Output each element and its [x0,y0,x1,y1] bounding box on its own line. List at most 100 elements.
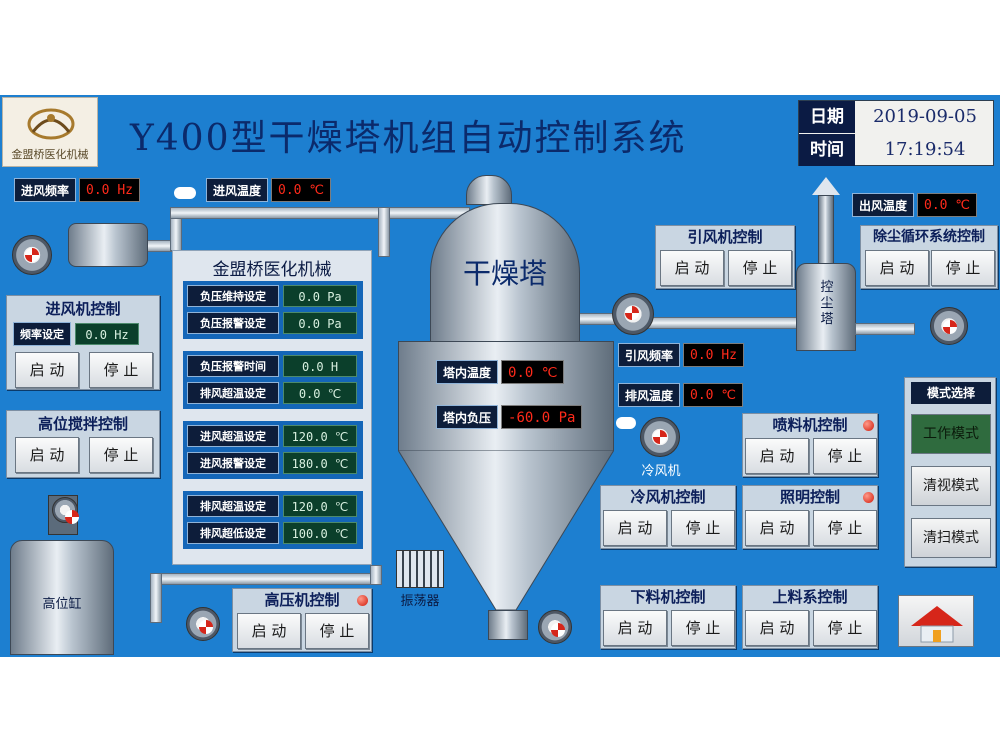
spray-stop-button[interactable]: 停 止 [813,438,877,474]
induced-freq-readout: 引风频率 0.0 Hz [618,343,744,367]
vibrator-icon [396,550,444,588]
dust-chimney [818,195,834,265]
param-value[interactable]: 100.0 ℃ [283,522,357,544]
spray-start-button[interactable]: 启 动 [745,438,809,474]
cold-fan-title: 冷风机控制 [630,488,706,506]
exhaust-temp-label: 排风温度 [618,383,681,407]
param-value[interactable]: 0.0 Pa [283,285,357,307]
param-label: 排风超温设定 [187,495,279,517]
date-value: 2019-09-05 [873,106,977,127]
param-value[interactable]: 0.0 H [283,355,357,377]
dust-pipe [640,317,810,329]
exhaust-temp-readout: 排风温度 0.0 ℃ [618,383,743,407]
highpress-start-button[interactable]: 启 动 [237,613,301,649]
stirrer-start-button[interactable]: 启 动 [15,437,79,473]
discharge-start-button[interactable]: 启 动 [603,610,667,646]
tower-temp-value: 0.0 ℃ [501,360,565,384]
light-start-button[interactable]: 启 动 [745,510,809,546]
top-pipe-drop [378,207,390,257]
clean-view-mode-button[interactable]: 清视模式 [911,466,991,506]
cold-fan-start-button[interactable]: 启 动 [603,510,667,546]
dust-loop-panel: 除尘循环系统控制 启 动 停 止 [860,225,998,289]
inlet-fan-title: 进风机控制 [45,300,121,318]
freq-setting: 频率设定 0.0 Hz [13,322,139,346]
highpress-stop-button[interactable]: 停 止 [305,613,369,649]
tower-pressure-label: 塔内负压 [436,405,499,429]
dust-loop-start-button[interactable]: 启 动 [865,250,929,286]
cold-fan-panel: 冷风机控制 启 动 停 止 [600,485,736,549]
feed-pump-icon [186,607,220,641]
vibrator-label: 振荡器 [400,594,440,609]
home-button[interactable] [898,595,974,647]
induced-fan-stop-button[interactable]: 停 止 [728,250,792,286]
tower-cap [466,175,512,205]
light-stop-button[interactable]: 停 止 [813,510,877,546]
mode-panel: 模式选择 工作模式 清视模式 清扫模式 [904,377,996,567]
induced-fan-start-button[interactable]: 启 动 [660,250,724,286]
induced-fan-icon [612,293,654,335]
freq-setting-label: 频率设定 [13,322,71,346]
param-value[interactable]: 0.0 ℃ [283,382,357,404]
tower-pressure-readout: 塔内负压 -60.0 Pa [436,405,583,429]
dust-tower: 控尘塔 [796,263,856,351]
dust-loop-title: 除尘循环系统控制 [873,229,985,245]
discharge-panel: 下料机控制 启 动 停 止 [600,585,736,649]
param-label: 进风超温设定 [187,425,279,447]
tower-outlet [488,610,528,640]
induced-freq-value: 0.0 Hz [683,343,744,367]
light-panel: 照明控制 启 动 停 止 [742,485,878,549]
param-value[interactable]: 0.0 Pa [283,312,357,334]
freq-setting-value[interactable]: 0.0 Hz [75,323,139,345]
discharge-valve-icon [538,610,572,644]
high-tank-label: 高位缸 [42,597,82,612]
induced-freq-label: 引风频率 [618,343,681,367]
param-value[interactable]: 180.0 ℃ [283,452,357,474]
inlet-fan-stop-button[interactable]: 停 止 [89,352,153,388]
date-label: 日期 [799,101,855,133]
stirrer-panel: 高位搅拌控制 启 动 停 止 [6,410,160,478]
sweep-mode-button[interactable]: 清扫模式 [911,518,991,558]
cold-fan-label: 冷风机 [641,464,681,479]
datetime-box: 日期 2019-09-05 时间 17:19:54 [798,100,994,166]
param-label: 负压报警时间 [187,355,279,377]
stirrer-stop-button[interactable]: 停 止 [89,437,153,473]
discharge-stop-button[interactable]: 停 止 [671,610,735,646]
dust-loop-pump-icon [930,307,968,345]
params-title: 金盟桥医化机械 [212,260,332,280]
time-value: 17:19:54 [884,139,966,160]
feed-stop-button[interactable]: 停 止 [813,610,877,646]
tower-pressure-value: -60.0 Pa [501,405,583,429]
work-mode-button[interactable]: 工作模式 [911,414,991,454]
light-status-led [863,492,874,503]
inlet-fan-start-button[interactable]: 启 动 [15,352,79,388]
highpress-status-led [357,595,368,606]
cold-fan-stop-button[interactable]: 停 止 [671,510,735,546]
discharge-title: 下料机控制 [630,588,706,606]
tower-upper: 干燥塔 [430,203,580,343]
induced-fan-panel: 引风机控制 启 动 停 止 [655,225,795,289]
feed-start-button[interactable]: 启 动 [745,610,809,646]
outlet-temp-value: 0.0 ℃ [917,193,977,217]
cloud-icon [174,187,196,199]
param-value[interactable]: 120.0 ℃ [283,425,357,447]
inlet-temp-readout: 进风温度 0.0 ℃ [206,178,331,202]
exhaust-temp-value: 0.0 ℃ [683,383,743,407]
outlet-temp-readout: 出风温度 0.0 ℃ [852,193,977,217]
home-icon [911,606,963,643]
param-value[interactable]: 120.0 ℃ [283,495,357,517]
dust-loop-stop-button[interactable]: 停 止 [931,250,995,286]
param-label: 负压维持设定 [187,285,279,307]
cold-fan-icon [640,417,680,457]
inlet-freq-readout: 进风频率 0.0 Hz [14,178,140,202]
dust-loop-pipe [855,323,915,335]
feed-pipe-rise [370,565,382,585]
top-pipe [170,207,470,219]
